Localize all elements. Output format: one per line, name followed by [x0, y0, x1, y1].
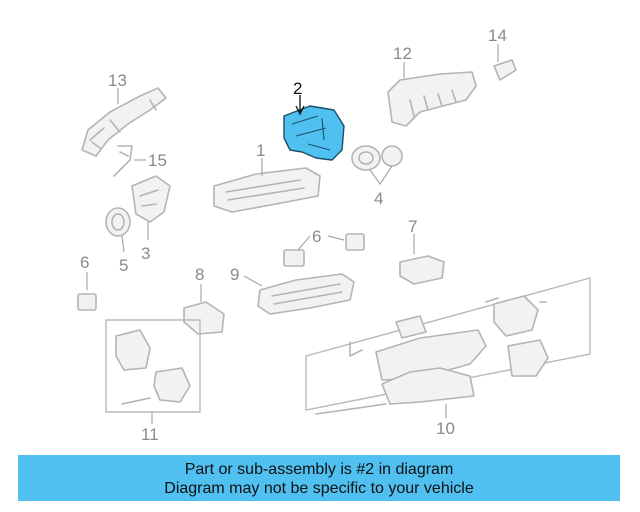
callout-14: 14: [488, 26, 507, 45]
callout-6-center: 6: [312, 227, 321, 246]
banner-line-1: Part or sub-assembly is #2 in diagram: [184, 461, 454, 478]
part-8-side-vent: [183, 284, 225, 335]
part-1-center-vent: [213, 158, 321, 213]
callout-2: 2: [293, 79, 302, 98]
callout-8: 8: [195, 265, 204, 284]
part-11-panel: [105, 319, 201, 424]
part-2-highlighted: [283, 95, 345, 161]
callout-1: 1: [256, 141, 265, 160]
callout-12: 12: [393, 44, 412, 63]
part-10-panel: [305, 277, 591, 418]
callout-6-left: 6: [80, 253, 89, 272]
info-banner: Part or sub-assembly is #2 in diagram Di…: [18, 455, 620, 501]
part-9-vent-panel: [243, 273, 355, 315]
part-5-round-vent: [105, 207, 131, 253]
callout-9: 9: [230, 265, 239, 284]
callout-4: 4: [374, 189, 383, 208]
part-6-clips-center: [283, 233, 365, 267]
callout-13: 13: [108, 71, 127, 90]
callout-15: 15: [148, 151, 167, 170]
part-13-duct: [81, 87, 167, 157]
part-4-round-vents: [351, 145, 403, 186]
part-14-bracket: [493, 44, 517, 81]
part-3-duct: [131, 175, 171, 240]
callout-7: 7: [408, 217, 417, 236]
part-7-vent: [399, 234, 445, 285]
callout-11: 11: [141, 425, 159, 444]
banner-line-2: Diagram may not be specific to your vehi…: [164, 480, 474, 497]
callout-3: 3: [141, 244, 150, 263]
part-12-duct: [387, 62, 477, 127]
callout-10: 10: [436, 419, 455, 438]
callout-5: 5: [119, 256, 128, 275]
part-15-clip: [113, 145, 146, 177]
part-6-clip-left: [77, 272, 97, 311]
